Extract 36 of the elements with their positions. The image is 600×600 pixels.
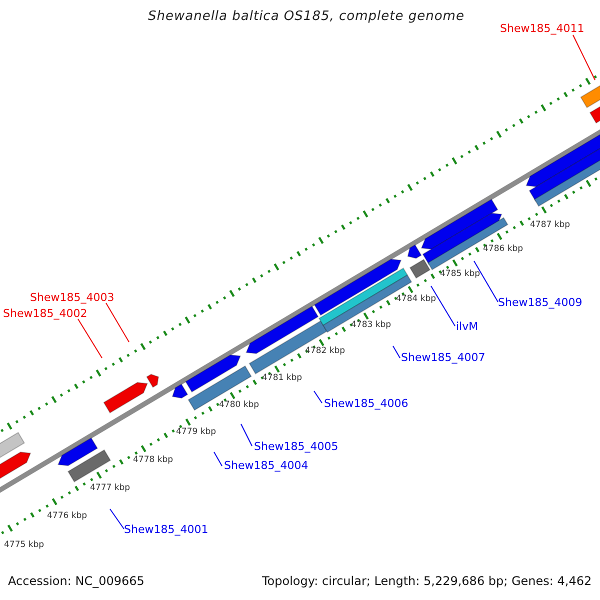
leader-line: [106, 302, 130, 342]
leader-line: [214, 452, 222, 466]
gene-label: Shew185_4003: [30, 291, 114, 304]
title: Shewanella baltica OS185, complete genome: [148, 9, 464, 24]
gene-label: Shew185_4007: [401, 351, 486, 364]
leader-line: [240, 424, 252, 446]
scale-label: 4779 kbp: [176, 427, 216, 437]
scale-label: 4780 kbp: [219, 400, 260, 410]
scale-label: 4776 kbp: [47, 511, 88, 521]
gene-label: Shew185_4001: [124, 523, 208, 536]
leader-line: [314, 390, 322, 404]
gene-label: ilvM: [456, 320, 478, 333]
scale-label: 4778 kbp: [133, 455, 174, 465]
accession-text: Accession: NC_009665: [8, 574, 144, 588]
leader-line: [430, 286, 456, 326]
genome-info-text: Topology: circular; Length: 5,229,686 bp; Genes: 4,462: [262, 574, 592, 588]
scale-label: 4787 kbp: [530, 220, 570, 230]
scale-label: 4777 kbp: [90, 483, 130, 493]
scale-label: 4783 kbp: [351, 320, 392, 330]
scale-label: 4782 kbp: [305, 346, 346, 356]
leader-line: [78, 318, 102, 358]
leader-line: [572, 34, 596, 80]
gene-label: Shew185_4005: [254, 440, 338, 453]
leader-line: [474, 260, 498, 302]
gene-label: Shew185_4002: [3, 307, 88, 320]
gene-label: Shew185_4009: [498, 296, 582, 309]
scale-label: 4781 kbp: [262, 373, 302, 383]
scale-label: 4775 kbp: [4, 540, 44, 550]
gene-label: Shew185_4006: [324, 397, 408, 410]
gene-label: Shew185_4011: [500, 22, 584, 35]
scale-label: 4785 kbp: [440, 269, 480, 279]
gene-label: Shew185_4004: [224, 459, 308, 472]
leader-line: [392, 346, 400, 358]
leader-line: [110, 508, 124, 530]
scale-label: 4784 kbp: [396, 294, 436, 304]
scale-label: 4786 kbp: [483, 244, 524, 254]
